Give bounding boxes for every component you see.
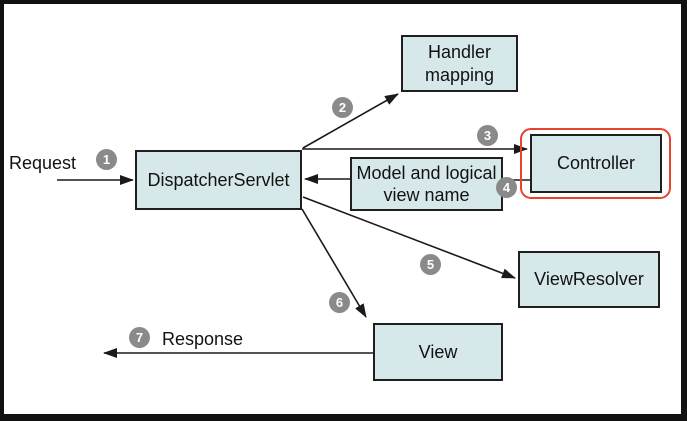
- node-controller: Controller: [530, 134, 662, 193]
- step-badge-1: 1: [96, 149, 117, 170]
- step-badge-6: 6: [329, 292, 350, 313]
- node-dispatcher-servlet: DispatcherServlet: [135, 150, 302, 210]
- node-view: View: [373, 323, 503, 381]
- step-badge-5: 5: [420, 254, 441, 275]
- response-label: Response: [162, 329, 244, 349]
- step-badge-4: 4: [496, 177, 517, 198]
- edge-6-to-view: [301, 208, 367, 318]
- step-badge-2: 2: [332, 97, 353, 118]
- node-viewresolver: ViewResolver: [518, 251, 660, 308]
- request-label: Request: [9, 153, 77, 173]
- step-badge-3: 3: [477, 125, 498, 146]
- controller-highlight-ring: [520, 128, 671, 199]
- edge-2-to-handler-mapping: [302, 93, 399, 149]
- node-model-and-logical-view-name: Model and logical view name: [350, 157, 503, 211]
- edge-5-to-viewresolver: [302, 196, 516, 279]
- step-badge-7: 7: [129, 327, 150, 348]
- node-handler-mapping: Handler mapping: [401, 35, 518, 92]
